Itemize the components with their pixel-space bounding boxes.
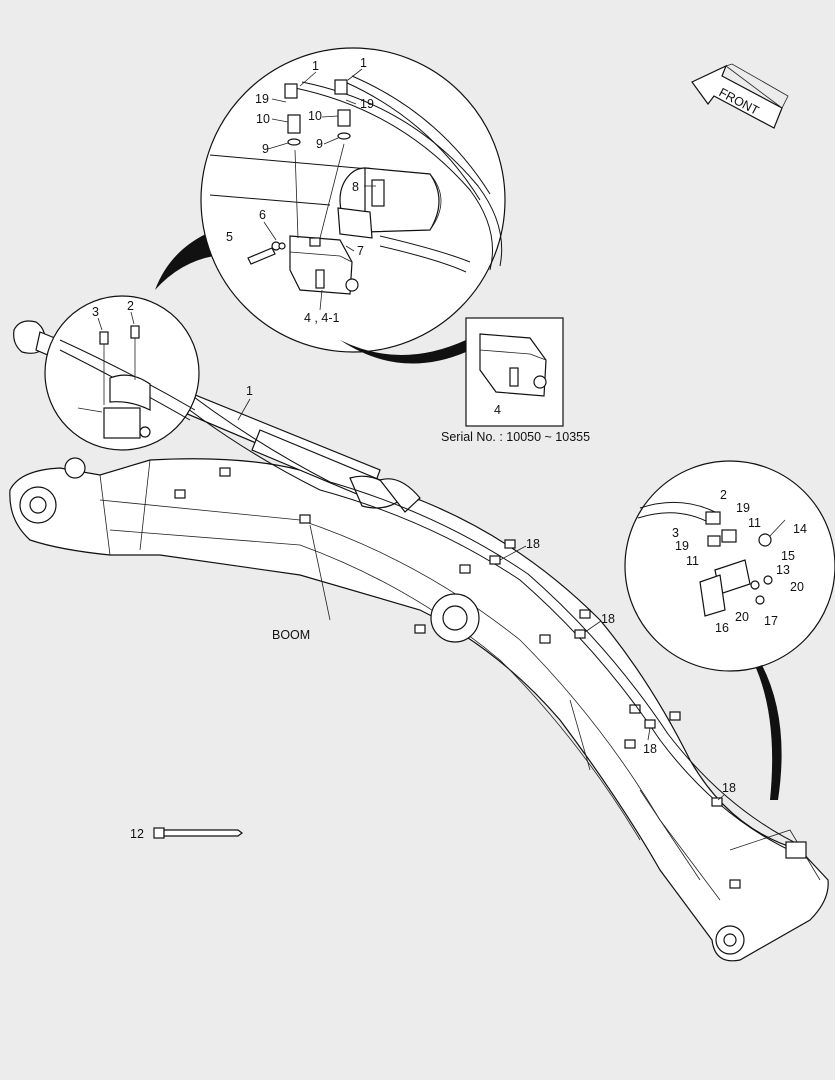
hose-clamps bbox=[489, 555, 723, 807]
label-top-10a: 10 bbox=[256, 112, 270, 126]
cable-tie-12: 12 bbox=[130, 827, 243, 841]
label-r-20a: 20 bbox=[790, 580, 804, 594]
label-r-3: 3 bbox=[672, 526, 679, 540]
label-top-5: 5 bbox=[226, 230, 233, 244]
label-hose-clamp-18c: 18 bbox=[643, 742, 657, 756]
label-r-20b: 20 bbox=[735, 610, 749, 624]
label-hose-clamp-18d: 18 bbox=[722, 781, 736, 795]
label-top-1a: 1 bbox=[312, 59, 319, 73]
callout-wedge-serial bbox=[340, 340, 466, 364]
hose-lines bbox=[139, 361, 807, 859]
label-top-19b: 19 bbox=[360, 97, 374, 111]
label-r-17: 17 bbox=[764, 614, 778, 628]
label-top-10b: 10 bbox=[308, 109, 322, 123]
label-top-9b: 9 bbox=[316, 137, 323, 151]
label-left-3: 3 bbox=[92, 305, 99, 319]
label-r-11a: 11 bbox=[748, 516, 761, 530]
inset-part-label: 4 bbox=[494, 403, 501, 417]
serial-text: Serial No. : 10050 ~ 10355 bbox=[441, 430, 590, 444]
label-r-15: 15 bbox=[781, 549, 795, 563]
label-top-6: 6 bbox=[259, 208, 266, 222]
label-r-14: 14 bbox=[793, 522, 807, 536]
label-r-16: 16 bbox=[715, 621, 729, 635]
label-12: 12 bbox=[130, 827, 144, 841]
label-top-9a: 9 bbox=[262, 142, 269, 156]
label-top-7: 7 bbox=[357, 244, 364, 258]
label-hose-clamp-18a: 18 bbox=[526, 537, 540, 551]
boom-structure bbox=[9, 457, 829, 962]
label-left-2: 2 bbox=[127, 299, 134, 313]
label-top-4: 4 , 4-1 bbox=[304, 311, 339, 325]
label-top-1b: 1 bbox=[360, 56, 367, 70]
label-top-19a: 19 bbox=[255, 92, 269, 106]
label-r-11b: 11 bbox=[686, 554, 699, 568]
detail-circle-top: 1 1 19 19 10 10 9 9 8 6 5 7 4 , 4-1 bbox=[200, 47, 506, 353]
main-labels: 1 BOOM 18 18 18 18 bbox=[237, 384, 736, 801]
detail-circle-left: 3 2 bbox=[44, 295, 200, 451]
label-r-13: 13 bbox=[776, 563, 790, 577]
label-top-8: 8 bbox=[352, 180, 359, 194]
front-arrow: FRONT bbox=[691, 63, 789, 129]
label-r-19b: 19 bbox=[675, 539, 689, 553]
label-r-2: 2 bbox=[720, 488, 727, 502]
boom-label: BOOM bbox=[272, 628, 310, 642]
label-r-19a: 19 bbox=[736, 501, 750, 515]
label-hose-clamp-18b: 18 bbox=[601, 612, 615, 626]
callout-wedge-top bbox=[155, 232, 214, 290]
label-main-1: 1 bbox=[246, 384, 253, 398]
serial-inset: 4 Serial No. : 10050 ~ 10355 bbox=[441, 317, 590, 444]
detail-circle-right: 2 19 3 11 14 19 15 11 13 20 20 16 17 bbox=[624, 460, 835, 672]
callout-wedge-right bbox=[756, 665, 782, 800]
